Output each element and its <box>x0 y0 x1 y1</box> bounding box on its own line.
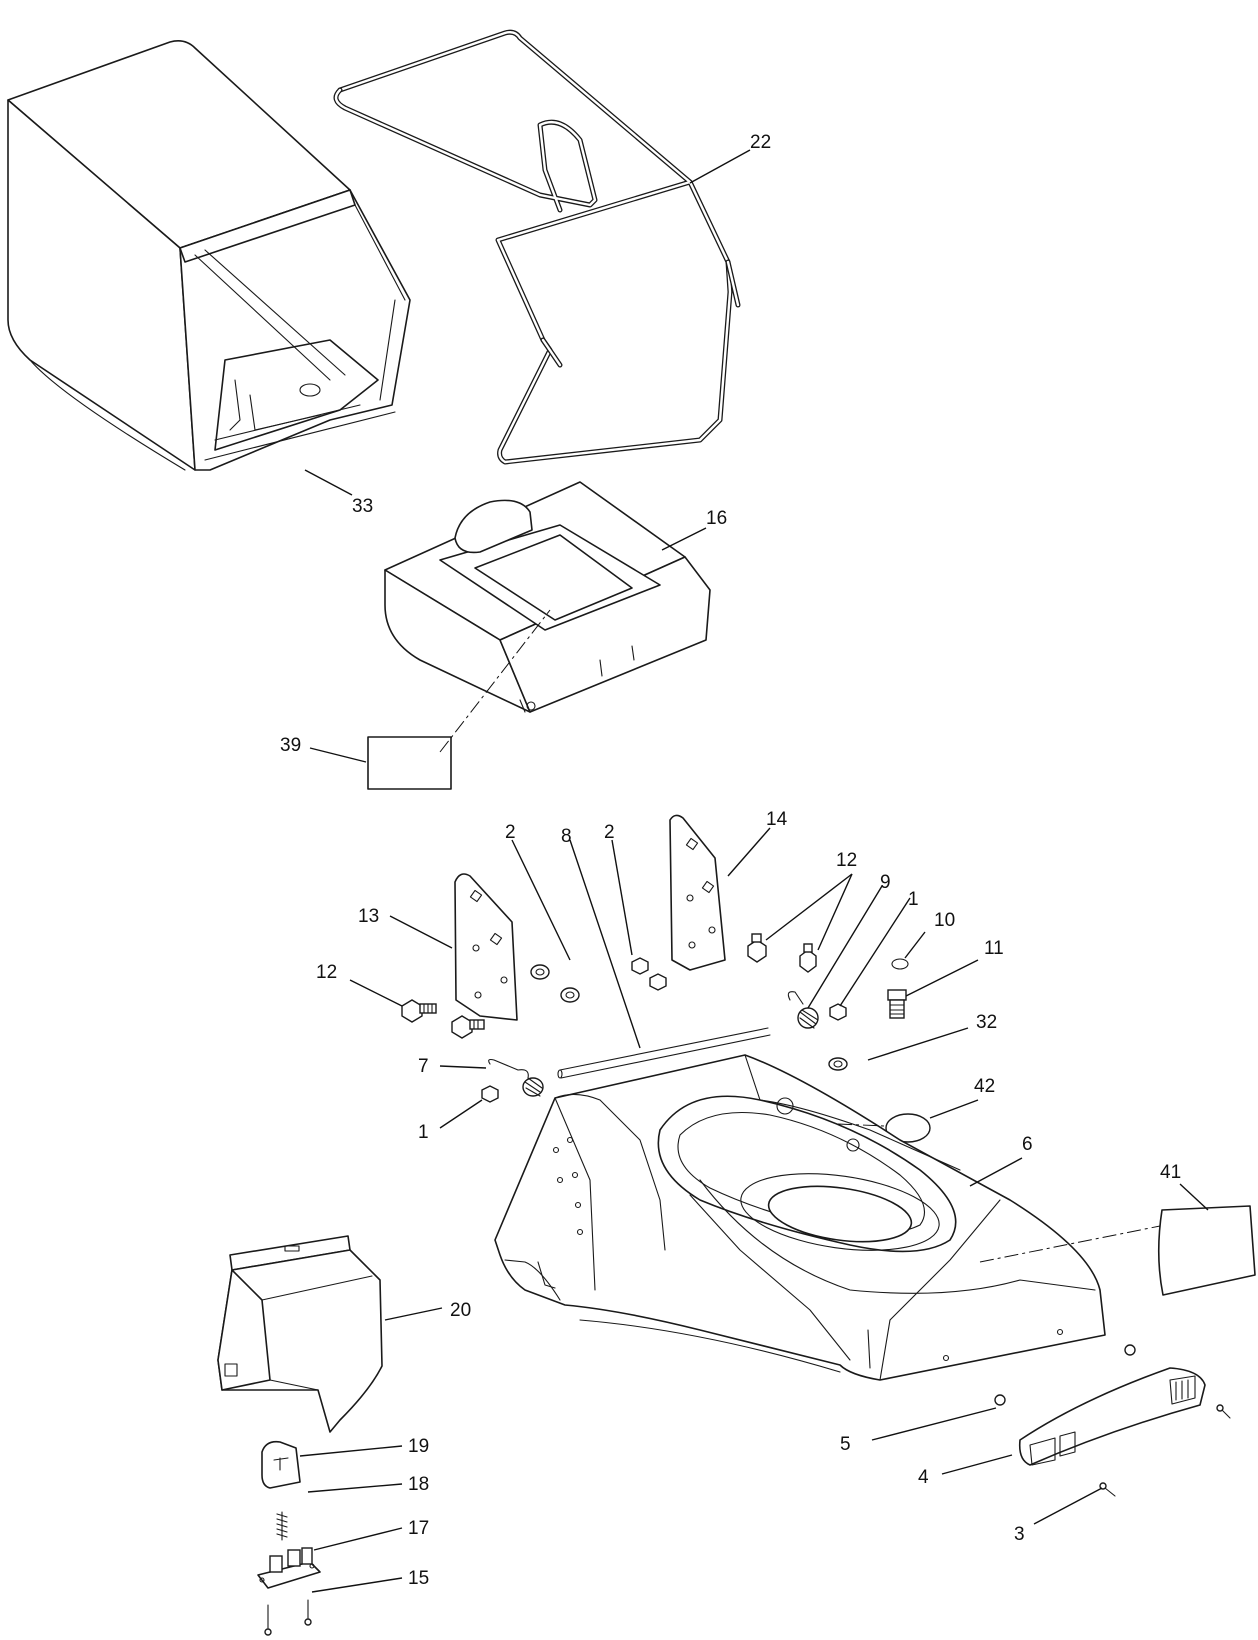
callout-32: 32 <box>976 1012 997 1033</box>
mower-deck-part <box>494 1054 1106 1381</box>
callout-39: 39 <box>280 735 301 756</box>
leader-lines <box>299 149 1209 1593</box>
callout-22: 22 <box>750 132 771 153</box>
right-baffle-part <box>669 814 726 971</box>
callout-15: 15 <box>408 1568 429 1589</box>
front-decal-part <box>1157 1205 1256 1296</box>
callout-17: 17 <box>408 1518 429 1539</box>
callout-19: 19 <box>408 1436 429 1457</box>
callout-3: 3 <box>1014 1524 1025 1545</box>
callout-20: 20 <box>450 1300 471 1321</box>
callout-labels: 22 33 16 39 14 2 8 2 12 9 1 10 11 13 12 … <box>280 132 1181 1589</box>
callout-9: 9 <box>880 872 891 893</box>
callout-13: 13 <box>358 906 379 927</box>
latch-assembly-parts <box>257 1440 321 1636</box>
rear-door-part <box>384 481 711 713</box>
hardware-parts <box>401 933 931 1143</box>
bag-frame-part <box>333 29 741 465</box>
callout-1-lower: 1 <box>418 1122 429 1143</box>
callout-8: 8 <box>561 826 572 847</box>
callout-12-lower: 12 <box>316 962 337 983</box>
callout-18: 18 <box>408 1474 429 1495</box>
callout-41: 41 <box>1160 1162 1181 1183</box>
side-chute-part <box>217 1235 383 1433</box>
decal-part <box>367 736 452 790</box>
callout-4: 4 <box>918 1467 929 1488</box>
callout-33: 33 <box>352 496 373 517</box>
front-bumper-part <box>994 1344 1206 1466</box>
callout-7: 7 <box>418 1056 429 1077</box>
callout-2-left: 2 <box>505 822 516 843</box>
callout-5: 5 <box>840 1434 851 1455</box>
left-baffle-part <box>454 873 518 1021</box>
grass-bag-part <box>7 40 411 471</box>
callout-11: 11 <box>984 938 1004 959</box>
callout-12-upper: 12 <box>836 850 857 871</box>
callout-16: 16 <box>706 508 727 529</box>
callout-6: 6 <box>1022 1134 1033 1155</box>
callout-2-right: 2 <box>604 822 615 843</box>
callout-42: 42 <box>974 1076 995 1097</box>
callout-1-upper: 1 <box>908 889 919 910</box>
callout-10: 10 <box>934 910 955 931</box>
callout-14: 14 <box>766 809 788 830</box>
